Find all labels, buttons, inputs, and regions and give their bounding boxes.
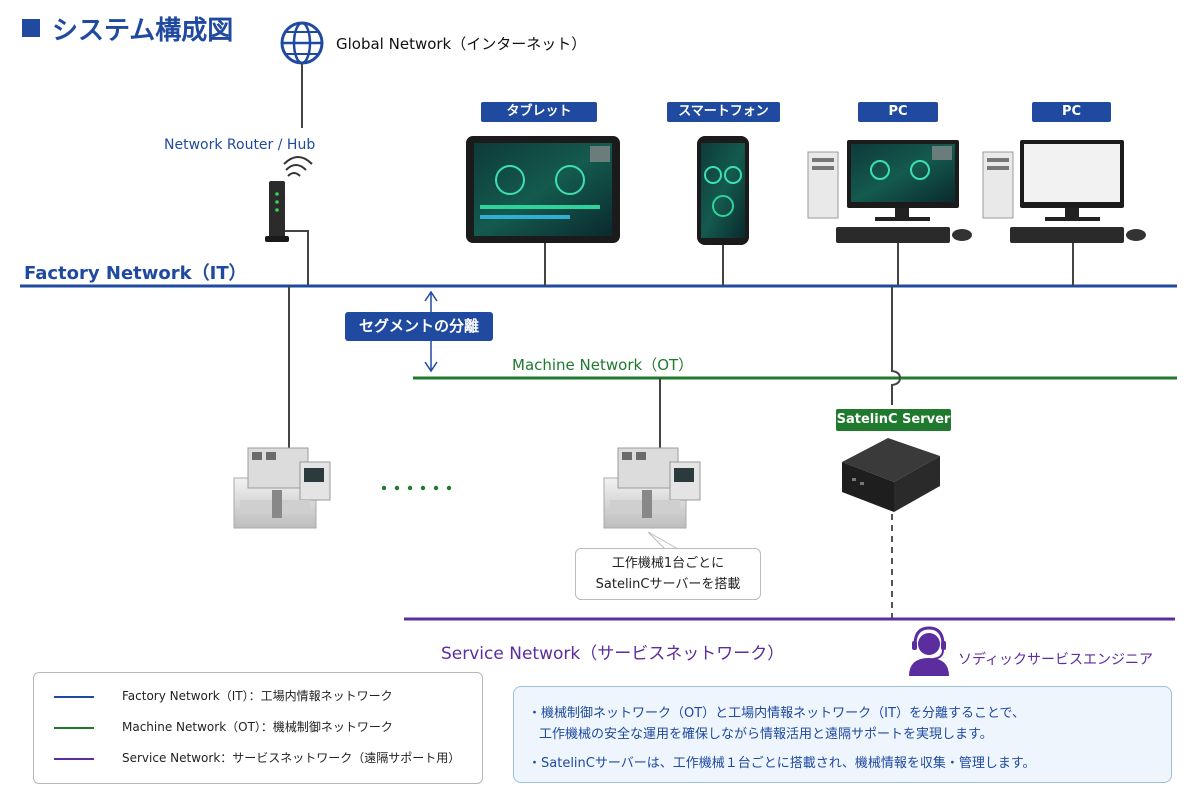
machine-tool-2 — [603, 447, 701, 529]
legend-label-it: Factory Network（IT）：工場内情報ネットワーク — [122, 689, 393, 703]
callout-line-2: SatelinCサーバーを搭載 — [595, 577, 741, 592]
machine-callout: 工作機械1台ごとに SatelinCサーバーを搭載 — [575, 548, 761, 600]
note-1-line-2: 工作機械の安全な運用を確保しながら情報活用と遠隔サポートを実現します。 — [539, 727, 993, 742]
smartphone-tag: スマートフォン — [667, 102, 780, 122]
router-drop-line — [285, 230, 309, 286]
legend-label-service: Service Network：サービスネットワーク（遠隔サポート用） — [122, 751, 461, 765]
legend-box: Factory Network（IT）：工場内情報ネットワーク Machine … — [33, 672, 483, 784]
title-square-icon — [22, 19, 40, 37]
legend-item-service: Service Network：サービスネットワーク（遠隔サポート用） — [54, 749, 460, 769]
callout-pointer — [647, 531, 680, 550]
router-label: Network Router / Hub — [164, 137, 316, 153]
legend-label-ot: Machine Network（OT）：機械制御ネットワーク — [122, 720, 393, 734]
machine-tool-1 — [233, 447, 331, 529]
legend-item-ot: Machine Network（OT）：機械制御ネットワーク — [54, 718, 393, 738]
global-network-label: Global Network（インターネット） — [336, 35, 587, 53]
notes-box: ・機械制御ネットワーク（OT）と工場内情報ネットワーク（IT）を分離することで、… — [513, 686, 1172, 783]
note-1-line-1: ・機械制御ネットワーク（OT）と工場内情報ネットワーク（IT）を分離することで、 — [528, 706, 1026, 721]
smartphone-device — [697, 136, 749, 245]
legend-item-it: Factory Network（IT）：工場内情報ネットワーク — [54, 687, 393, 707]
tablet-device — [466, 136, 620, 243]
segment-label: セグメントの分離 — [345, 312, 493, 341]
legend-line-it — [54, 695, 94, 698]
pc-2-device — [982, 140, 1146, 243]
machine-network-label: Machine Network（OT） — [512, 356, 694, 374]
server-tag: SatelinC Server — [836, 409, 951, 431]
page-title-text: システム構成図 — [52, 16, 234, 46]
pc-2-tag: PC — [1032, 102, 1111, 122]
server-device — [842, 438, 940, 512]
router-icon — [265, 156, 313, 242]
service-network-label: Service Network（サービスネットワーク） — [441, 644, 785, 664]
globe-icon — [280, 21, 324, 65]
callout-line-1: 工作機械1台ごとに — [611, 556, 725, 571]
tablet-tag: タブレット — [481, 102, 597, 122]
legend-line-service — [54, 757, 94, 760]
server-link — [891, 286, 902, 405]
engineer-icon — [909, 626, 949, 676]
engineer-label: ソディックサービスエンジニア — [958, 652, 1154, 668]
legend-line-ot — [54, 726, 94, 729]
pc-1-device — [807, 140, 972, 243]
page-title: システム構成図 — [22, 10, 233, 47]
more-machines-dots — [381, 485, 452, 491]
note-2: ・SatelinCサーバーは、工作機械１台ごとに搭載され、機械情報を収集・管理し… — [528, 756, 1036, 771]
factory-network-label: Factory Network（IT） — [24, 263, 247, 284]
pc-1-tag: PC — [858, 102, 938, 122]
